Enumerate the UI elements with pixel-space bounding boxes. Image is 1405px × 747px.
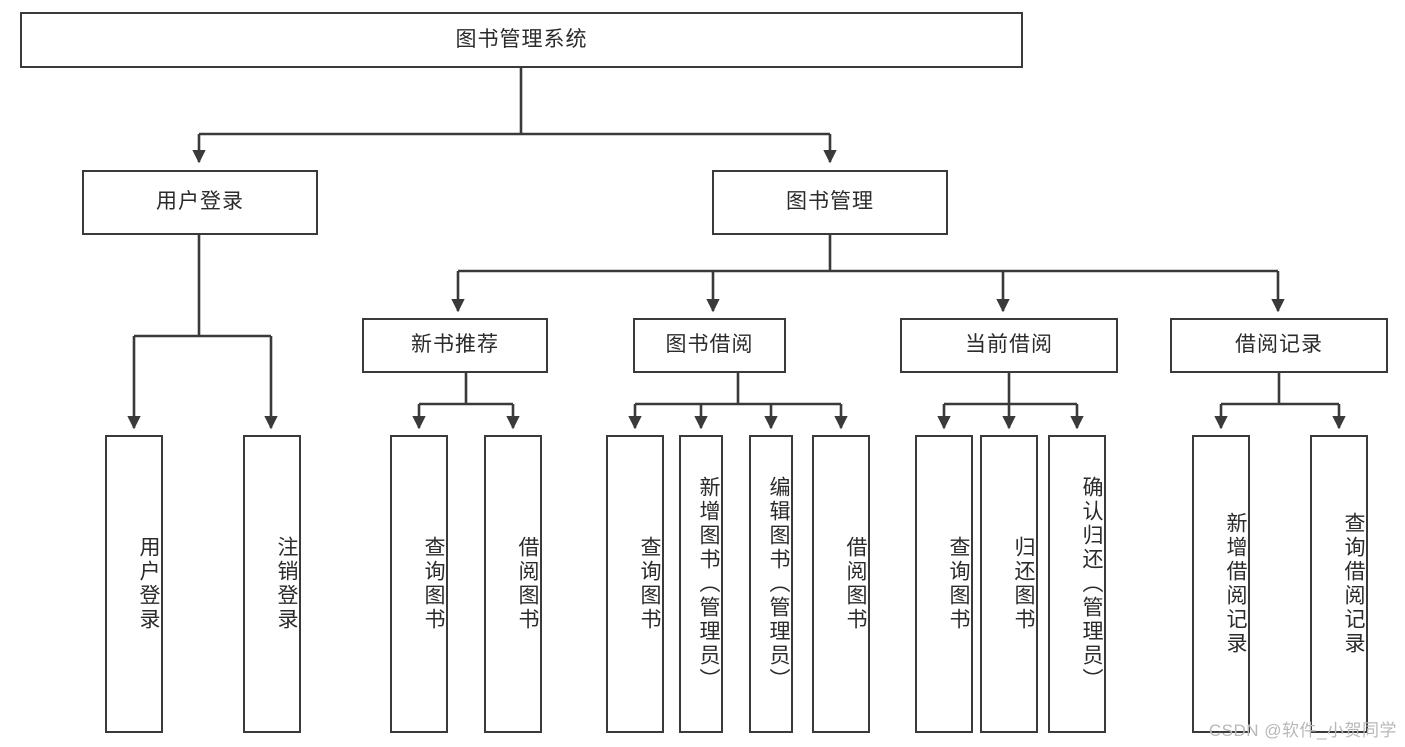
node-new-book-recommend-label: 新书推荐: [411, 333, 499, 357]
leaf-cb-confirm-return-admin[interactable]: 确认归还（管理员）: [1048, 435, 1106, 733]
leaf-nb-query-book[interactable]: 查询图书: [390, 435, 448, 733]
leaf-user-logout-label: 注销登录: [275, 536, 298, 632]
leaf-cb-query-book-label: 查询图书: [947, 536, 970, 632]
leaf-rec-add-record[interactable]: 新增借阅记录: [1192, 435, 1250, 733]
leaf-user-logout[interactable]: 注销登录: [243, 435, 301, 733]
leaf-rec-add-record-label: 新增借阅记录: [1224, 512, 1247, 656]
leaf-nb-borrow-book-label: 借阅图书: [516, 536, 539, 632]
leaf-cb-return-book[interactable]: 归还图书: [980, 435, 1038, 733]
node-current-borrow-label: 当前借阅: [965, 333, 1053, 357]
node-root[interactable]: 图书管理系统: [20, 12, 1023, 68]
node-root-label: 图书管理系统: [455, 27, 588, 51]
node-book-management-label: 图书管理: [786, 190, 874, 214]
leaf-cb-query-book[interactable]: 查询图书: [915, 435, 973, 733]
watermark: CSDN @软件_小贺同学: [1208, 721, 1397, 740]
leaf-bb-borrow-book[interactable]: 借阅图书: [812, 435, 870, 733]
node-current-borrow[interactable]: 当前借阅: [900, 318, 1118, 373]
leaf-bb-query-book[interactable]: 查询图书: [606, 435, 664, 733]
leaf-cb-confirm-return-admin-label: 确认归还（管理员）: [1080, 476, 1103, 692]
leaf-user-login-label: 用户登录: [137, 536, 160, 632]
leaf-bb-add-book-admin-label: 新增图书（管理员）: [697, 476, 720, 692]
node-user-login[interactable]: 用户登录: [82, 170, 318, 235]
leaf-rec-query-record[interactable]: 查询借阅记录: [1310, 435, 1368, 733]
node-new-book-recommend[interactable]: 新书推荐: [362, 318, 548, 373]
leaf-user-login[interactable]: 用户登录: [105, 435, 163, 733]
leaf-bb-edit-book-admin[interactable]: 编辑图书（管理员）: [749, 435, 793, 733]
leaf-cb-return-book-label: 归还图书: [1012, 536, 1035, 632]
leaf-bb-add-book-admin[interactable]: 新增图书（管理员）: [679, 435, 723, 733]
leaf-bb-query-book-label: 查询图书: [638, 536, 661, 632]
leaf-bb-borrow-book-label: 借阅图书: [844, 536, 867, 632]
leaf-nb-query-book-label: 查询图书: [422, 536, 445, 632]
node-user-login-label: 用户登录: [156, 190, 244, 214]
node-borrow-records[interactable]: 借阅记录: [1170, 318, 1388, 373]
node-book-management[interactable]: 图书管理: [712, 170, 948, 235]
node-borrow-records-label: 借阅记录: [1235, 333, 1323, 357]
leaf-nb-borrow-book[interactable]: 借阅图书: [484, 435, 542, 733]
node-book-borrow-label: 图书借阅: [665, 333, 754, 357]
leaf-rec-query-record-label: 查询借阅记录: [1342, 512, 1365, 656]
node-book-borrow[interactable]: 图书借阅: [633, 318, 786, 373]
leaf-bb-edit-book-admin-label: 编辑图书（管理员）: [767, 476, 790, 692]
